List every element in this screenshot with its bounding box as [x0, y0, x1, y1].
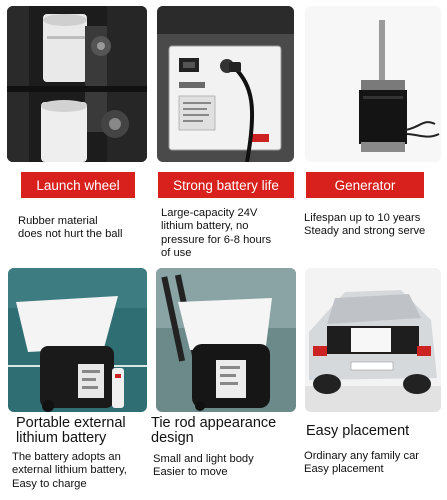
battery-panel-photo — [157, 6, 294, 162]
battery-life-banner: Strong battery life — [158, 172, 294, 198]
external-battery-title: Portable external lithium battery — [16, 415, 126, 446]
launch-wheel-photo — [7, 6, 147, 162]
tie-rod-description: Small and light body Easier to move — [153, 453, 254, 479]
launch-wheel-banner: Launch wheel — [21, 172, 135, 198]
generator-banner: Generator — [306, 172, 424, 198]
tie-rod-photo — [156, 268, 296, 412]
external-battery-description: The battery adopts an external lithium b… — [12, 451, 127, 490]
tie-rod-title: Tie rod appearance design — [151, 415, 277, 446]
easy-placement-description: Ordinary any family car Easy placement — [304, 450, 420, 476]
battery-life-description: Large-capacity 24V lithium battery, no p… — [161, 207, 272, 260]
generator-description: Lifespan up to 10 years Steady and stron… — [304, 212, 426, 238]
external-battery-photo — [8, 268, 147, 412]
generator-motor-photo — [305, 6, 441, 162]
car-trunk-photo — [305, 268, 441, 412]
easy-placement-title: Easy placement — [306, 423, 410, 439]
launch-wheel-description: Rubber material does not hurt the ball — [18, 215, 123, 241]
